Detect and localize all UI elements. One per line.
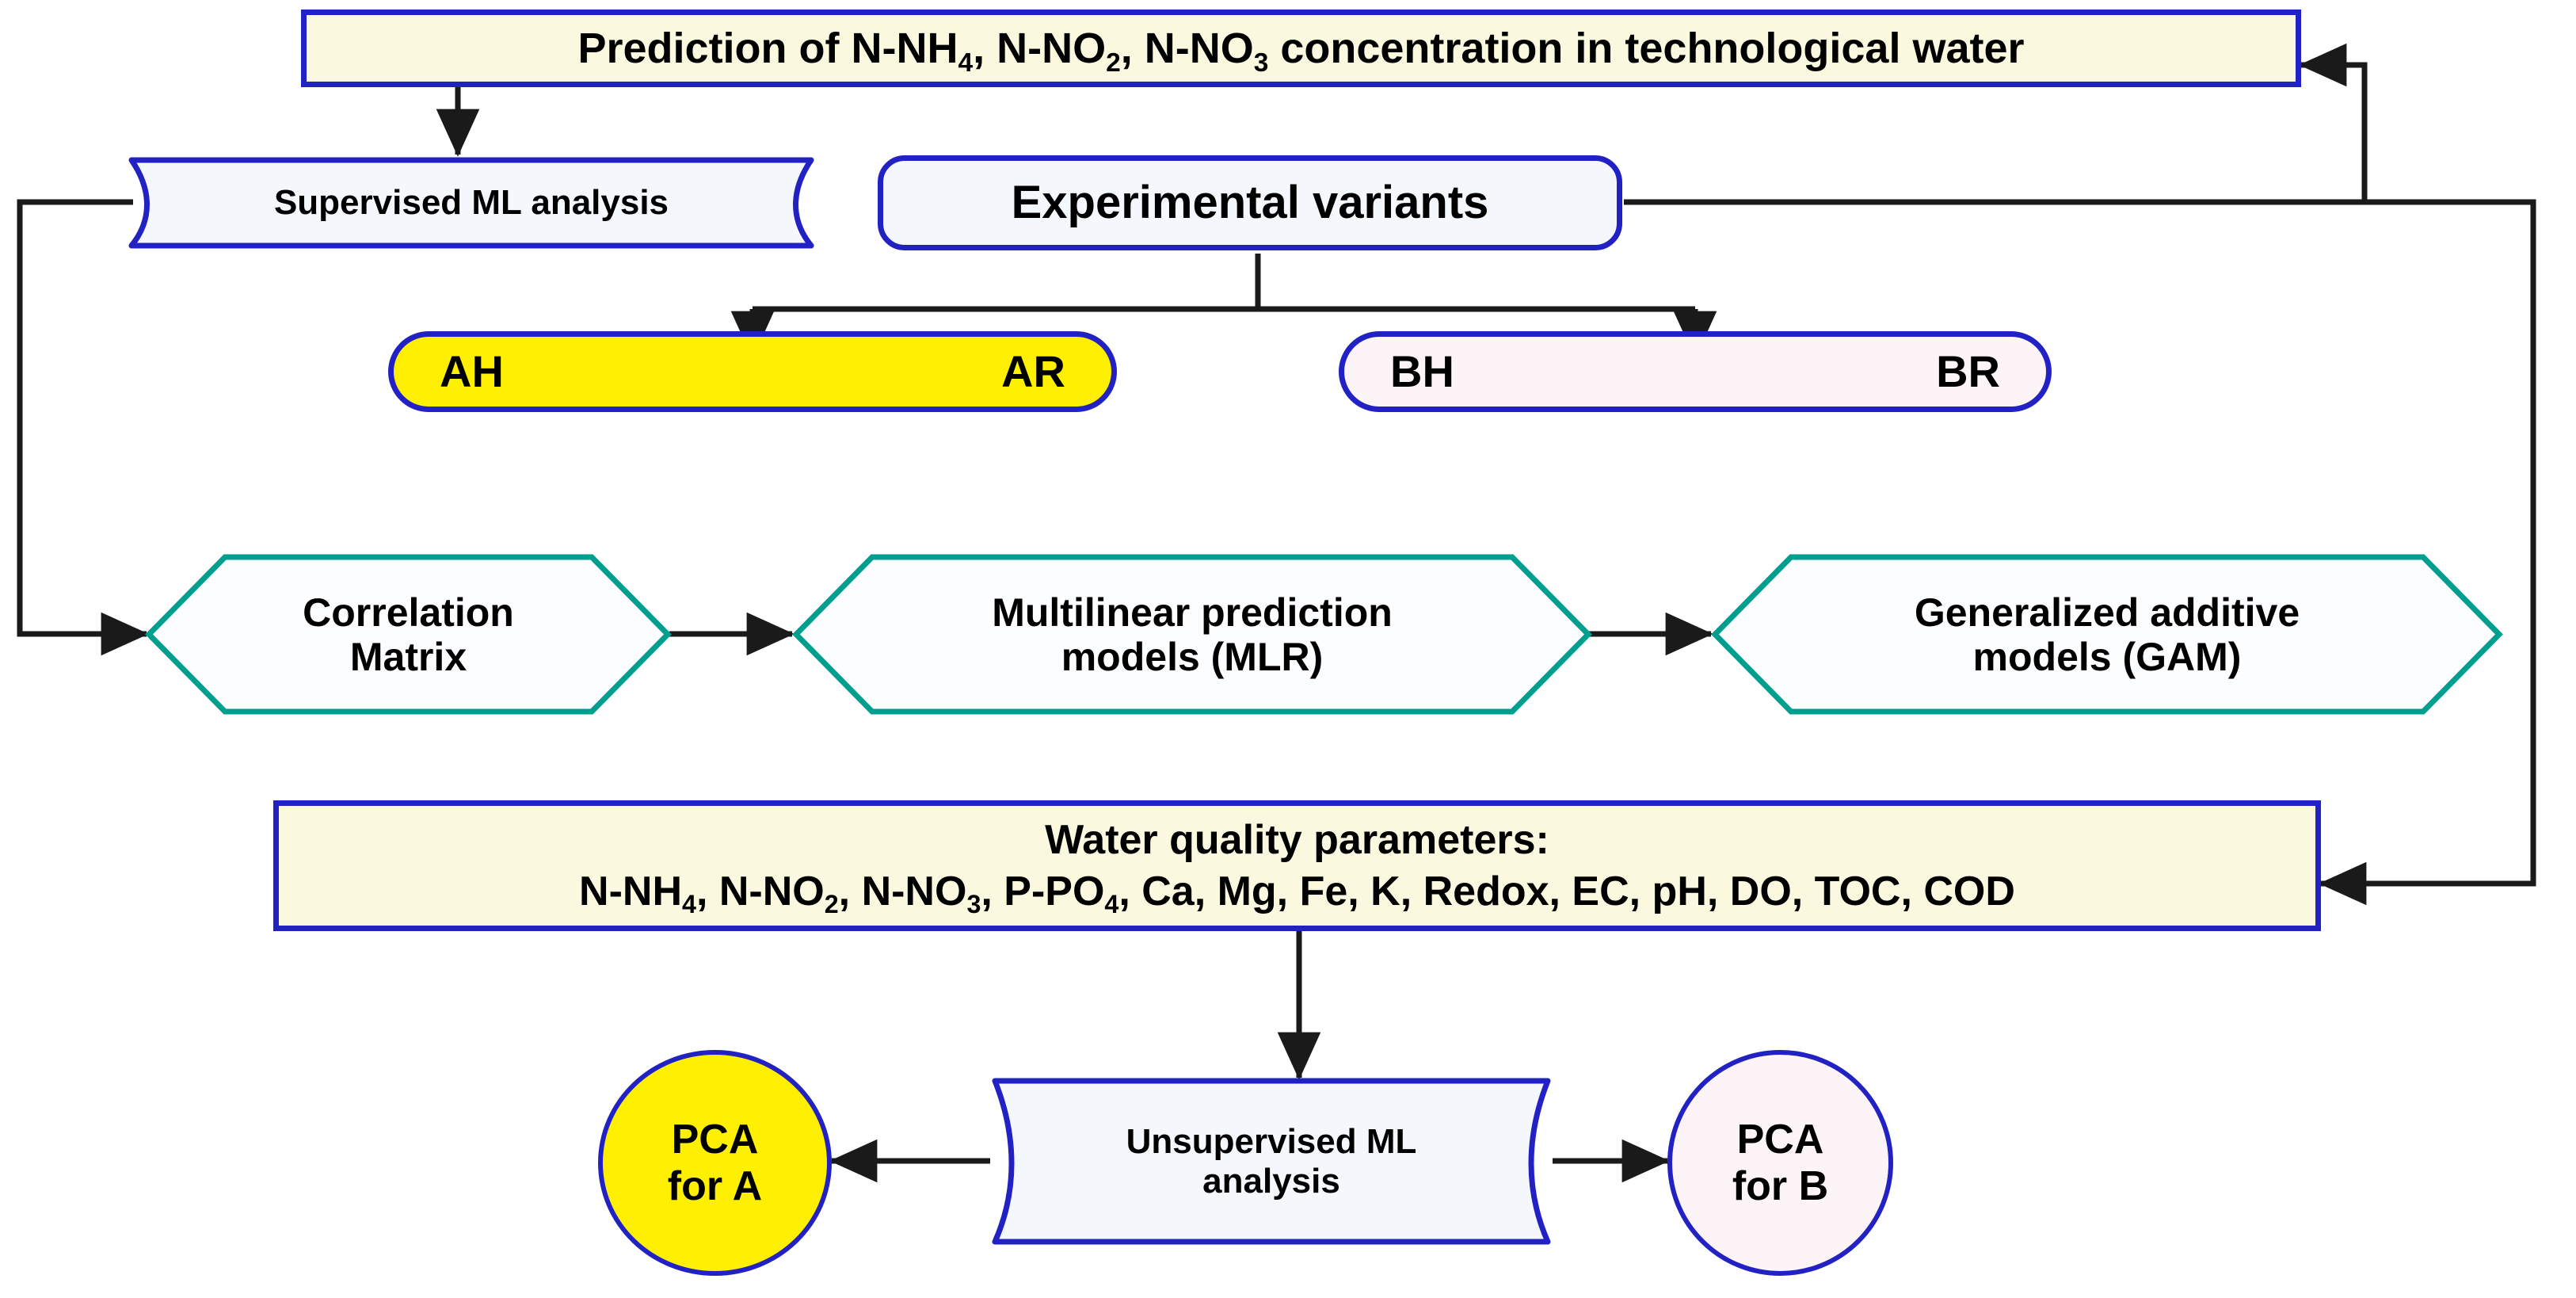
wire-supervised-to-correlation [17, 199, 149, 656]
supervised-ml-node[interactable]: Supervised ML analysis [127, 155, 816, 250]
variant-b-node[interactable]: BH BR [1339, 331, 2052, 412]
experimental-variants-label: Experimental variants [1011, 176, 1489, 228]
pca-for-b-node[interactable]: PCA for B [1667, 1050, 1893, 1276]
variant-br-label: BR [1936, 345, 2000, 396]
variant-a-labels: AH AR [394, 345, 1111, 397]
title-box: Prediction of N-NH4, N-NO2, N-NO3 concen… [301, 10, 2301, 87]
title-text: Prediction of N-NH4, N-NO2, N-NO3 concen… [577, 24, 2025, 78]
variant-ah-label: AH [440, 345, 504, 396]
pca-b-line2: for B [1732, 1162, 1829, 1209]
pca-a-line1: PCA [671, 1117, 759, 1163]
hexagon-shape [792, 554, 1592, 715]
hexagon-shape [1711, 554, 2503, 715]
pca-for-a-node[interactable]: PCA for A [598, 1050, 832, 1276]
experimental-variants-node[interactable]: Experimental variants [878, 155, 1622, 250]
pca-b-line1: PCA [1736, 1117, 1824, 1163]
pca-a-line2: for A [667, 1162, 763, 1209]
wire-variants-to-params [1624, 199, 2536, 906]
variant-b-labels: BH BR [1344, 345, 2046, 397]
flag-shape [992, 1078, 1551, 1245]
hexagon-shape [145, 554, 672, 715]
water-quality-heading: Water quality parameters: [1045, 817, 1549, 864]
water-quality-parameters-box: Water quality parameters: N-NH4, N-NO2, … [273, 800, 2321, 931]
supervised-ml-label: Supervised ML analysis [273, 183, 669, 223]
variant-ar-label: AR [1001, 345, 1065, 396]
variant-bh-label: BH [1390, 345, 1454, 396]
water-quality-list: N-NH4, N-NO2, N-NO3, P-PO4, Ca, Mg, Fe, … [579, 868, 2015, 919]
variant-a-node[interactable]: AH AR [388, 331, 1117, 412]
flag-shape [128, 157, 814, 249]
